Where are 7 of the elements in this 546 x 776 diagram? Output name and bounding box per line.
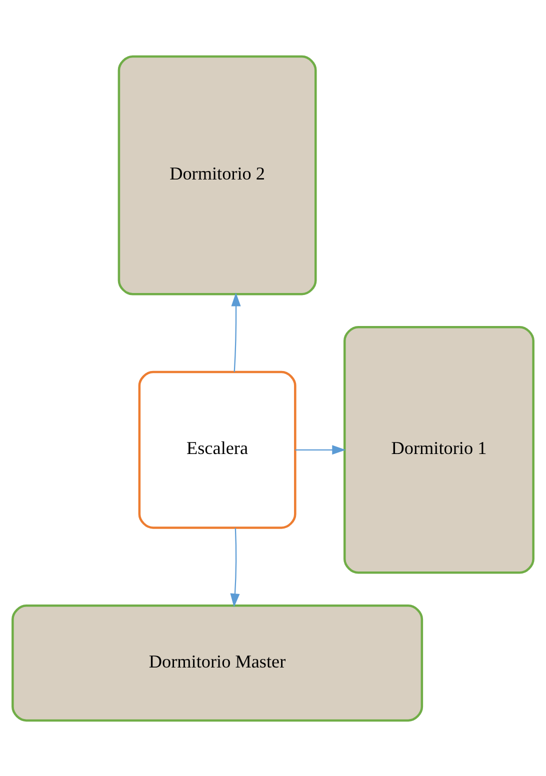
node-box: Dormitorio 1 <box>343 325 534 574</box>
node-box: Dormitorio Master <box>12 604 424 722</box>
arrow <box>231 292 241 372</box>
arrow <box>295 444 346 454</box>
arrow <box>230 528 240 607</box>
node-box: Escalera <box>138 370 296 528</box>
node-box: Dormitorio 2 <box>118 54 317 295</box>
